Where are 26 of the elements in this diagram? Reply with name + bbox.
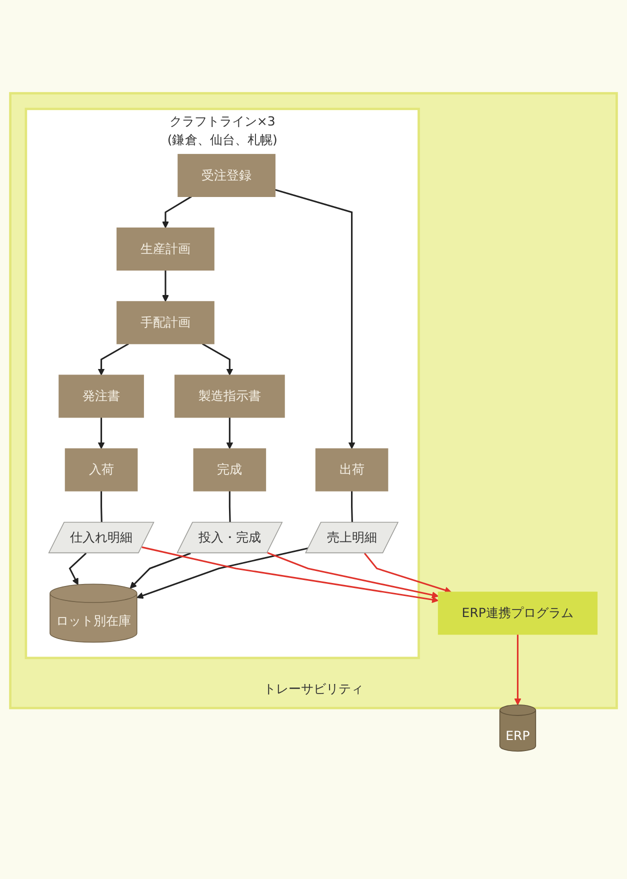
arrow	[98, 417, 105, 450]
node-box: 製造指示書	[174, 374, 285, 418]
node-box: 完成	[193, 448, 266, 492]
arrow	[202, 343, 234, 376]
arrow	[136, 547, 309, 599]
node-box: 出荷	[315, 448, 388, 492]
arrow	[162, 270, 169, 302]
node-box: 生産計画	[116, 228, 214, 271]
arrow	[514, 634, 522, 706]
connector	[351, 491, 353, 523]
connector	[228, 491, 231, 523]
arrow	[364, 552, 452, 594]
node-box: 手配計画	[116, 301, 214, 344]
arrow	[162, 196, 192, 228]
arrow	[267, 552, 439, 598]
arrow	[68, 552, 87, 586]
arrow	[130, 552, 191, 589]
arrow	[226, 417, 234, 450]
node-box: ERP連携プログラム	[438, 592, 598, 635]
arrow	[142, 546, 439, 604]
node-box: 入荷	[64, 448, 138, 492]
arrow	[98, 343, 129, 376]
arrow	[274, 189, 356, 450]
connector	[100, 491, 102, 523]
node-box: 受注登録	[178, 154, 276, 198]
node-box: 発注書	[58, 374, 144, 418]
